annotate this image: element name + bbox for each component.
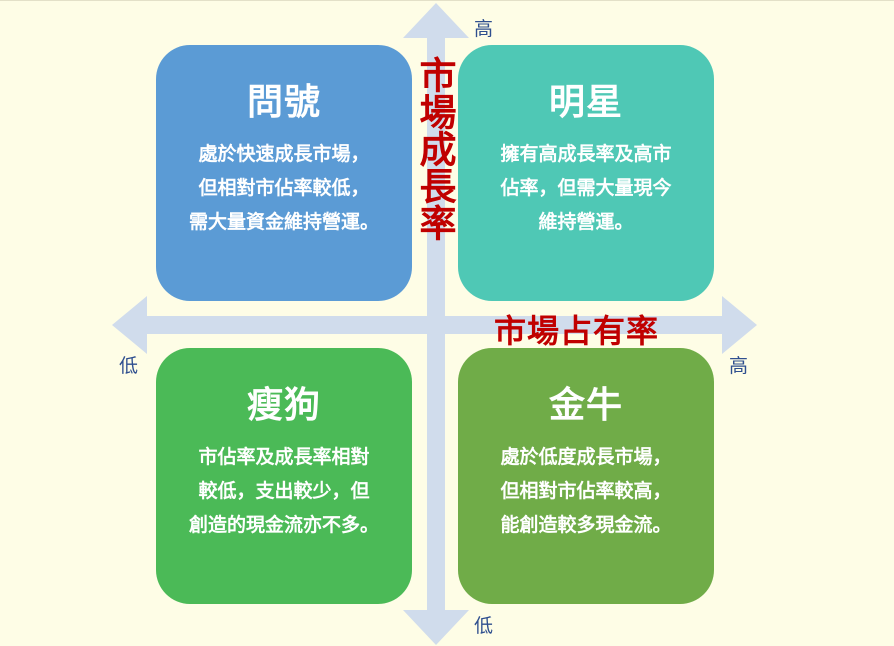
- quadrant-description: 市佔率及成長率相對 較低，支出較少，但 創造的現金流亦不多。: [156, 440, 412, 542]
- quadrant-description: 擁有高成長率及高市 佔率，但需大量現今 維持營運。: [458, 137, 714, 239]
- quadrant-dog: 瘦狗 市佔率及成長率相對 較低，支出較少，但 創造的現金流亦不多。: [156, 348, 412, 604]
- top-border: [0, 0, 894, 1]
- description-line: 但相對市佔率較低，: [198, 177, 370, 199]
- quadrant-title: 明星: [548, 82, 623, 123]
- description-line: 需大量資金維持營運。: [188, 211, 379, 233]
- description-line: 佔率，但需大量現今: [500, 177, 672, 199]
- horizontal-axis-arrow: [112, 296, 757, 354]
- vertical-axis-title: 市場成長率: [413, 56, 456, 241]
- description-line: 較低，支出較少，但: [198, 480, 370, 502]
- quadrant-description: 處於快速成長市場， 但相對市佔率較低， 需大量資金維持營運。: [156, 137, 412, 239]
- description-line: 市佔率及成長率相對: [198, 446, 370, 468]
- horizontal-high-label: 高: [729, 355, 749, 377]
- description-line: 維持營運。: [538, 211, 634, 233]
- vertical-low-label: 低: [474, 615, 494, 637]
- description-line: 能創造較多現金流。: [500, 514, 672, 536]
- description-line: 處於低度成長市場，: [500, 446, 672, 468]
- description-line: 但相對市佔率較高，: [500, 480, 672, 502]
- vertical-high-label: 高: [474, 18, 494, 40]
- quadrant-question-mark: 問號 處於快速成長市場， 但相對市佔率較低， 需大量資金維持營運。: [156, 45, 412, 301]
- quadrant-title: 瘦狗: [246, 385, 321, 426]
- quadrant-title: 問號: [246, 82, 321, 123]
- description-line: 處於快速成長市場，: [198, 143, 370, 165]
- description-line: 創造的現金流亦不多。: [188, 514, 379, 536]
- horizontal-low-label: 低: [119, 355, 139, 377]
- description-line: 擁有高成長率及高市: [500, 143, 672, 165]
- horizontal-axis-title: 市場占有率: [494, 312, 660, 350]
- quadrant-description: 處於低度成長市場， 但相對市佔率較高， 能創造較多現金流。: [458, 440, 714, 542]
- quadrant-title: 金牛: [548, 385, 623, 426]
- quadrant-cash-cow: 金牛 處於低度成長市場， 但相對市佔率較高， 能創造較多現金流。: [458, 348, 714, 604]
- quadrant-star: 明星 擁有高成長率及高市 佔率，但需大量現今 維持營運。: [458, 45, 714, 301]
